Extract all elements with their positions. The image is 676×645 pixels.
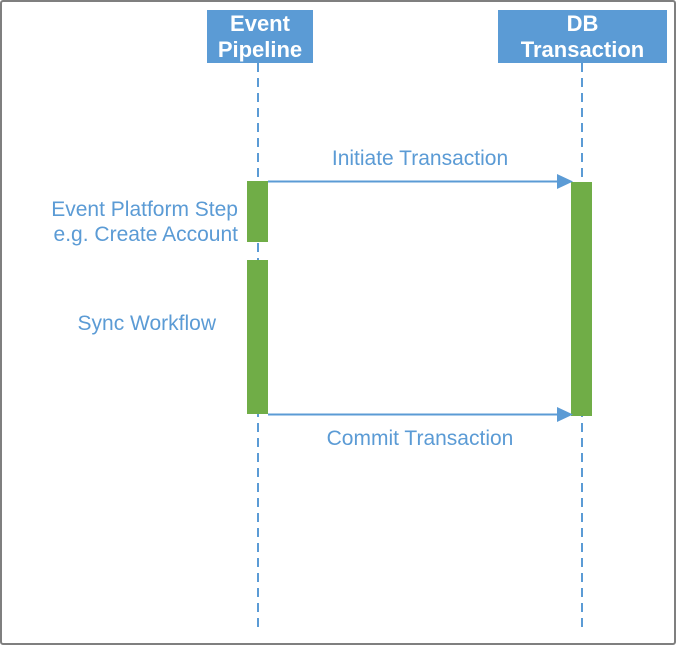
- annotation-line: Event Platform Step: [51, 198, 238, 221]
- actor-label-line: DB: [566, 10, 599, 36]
- annotation-sync-workflow: Sync Workflow: [77, 312, 216, 335]
- message-label-initiate-transaction: Initiate Transaction: [331, 147, 509, 170]
- message-arrow-initiate-transaction: [268, 174, 573, 189]
- actor-label-line: Transaction: [520, 36, 645, 62]
- activation-bar-db-transaction: [571, 182, 592, 416]
- annotation-line: e.g. Create Account: [53, 223, 238, 246]
- message-arrow-commit-transaction: [268, 407, 573, 422]
- actor-box-event-pipeline: Event Pipeline: [207, 10, 313, 63]
- actor-label-line: Event: [230, 10, 290, 36]
- annotation-event-platform-step: Event Platform Step e.g. Create Account: [0, 197, 238, 247]
- actor-box-db-transaction: DB Transaction: [498, 10, 667, 63]
- arrowhead-right-icon: [557, 407, 573, 422]
- activation-bar-event-platform-step: [247, 181, 268, 242]
- arrowhead-right-icon: [557, 174, 573, 189]
- message-label-commit-transaction: Commit Transaction: [326, 427, 514, 450]
- activation-bar-sync-workflow: [247, 260, 268, 414]
- actor-label-line: Pipeline: [217, 36, 303, 62]
